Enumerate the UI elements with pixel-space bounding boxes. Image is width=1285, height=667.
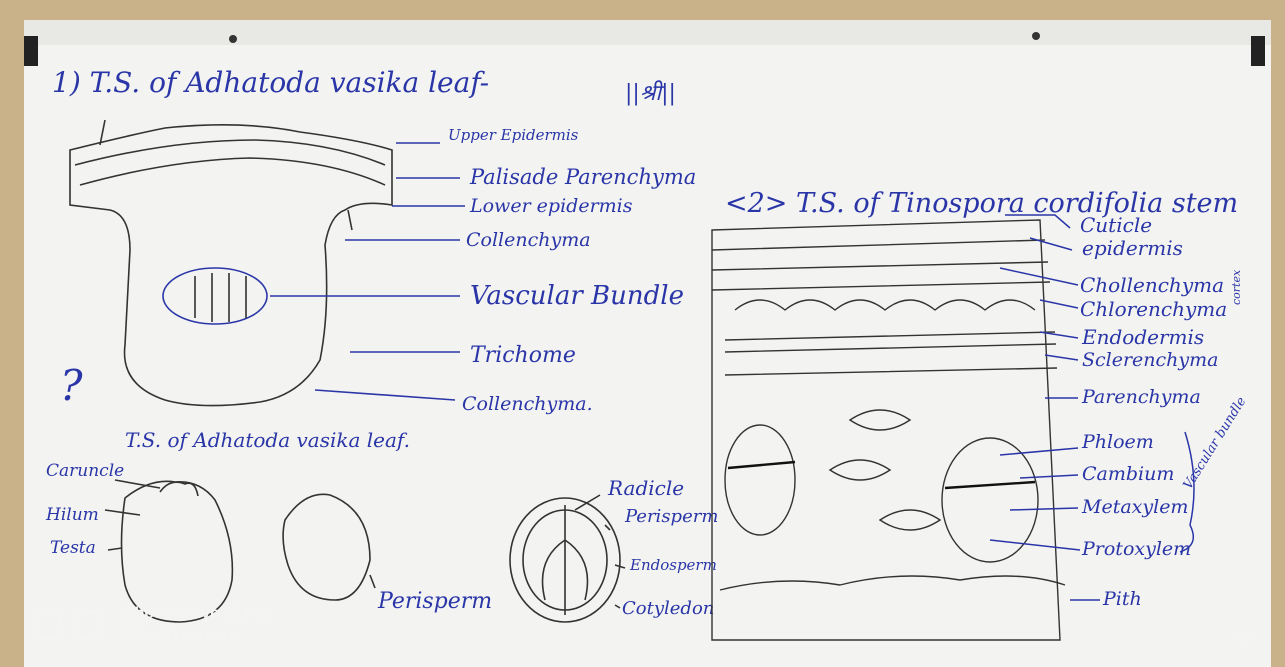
label-chollenchyma: Chollenchyma [1080,273,1224,297]
title-stem: <2> T.S. of Tinospora cordifolia stem [725,188,1238,219]
label-cotyledon: Cotyledon [622,598,714,619]
label-epidermis: epidermis [1082,236,1183,260]
shri-mark: ||श्री|| [625,80,676,106]
label-endosperm: Endosperm [629,556,717,574]
board-clip-right [1251,36,1265,66]
label-chlorenchyma: Chlorenchyma [1080,297,1227,321]
label-testa: Testa [50,538,96,558]
label-palisade: Palisade Parenchyma [469,165,696,189]
label-endodermis: Endodermis [1081,325,1204,349]
board-clip-left [24,36,38,66]
label-trichome: Trichome [470,343,576,368]
label-cambium: Cambium [1082,463,1174,485]
label-vascular-bundle: Vascular Bundle [470,281,684,311]
magnet-dot [1032,32,1040,40]
title-leaf: 1) T.S. of Adhatoda vasika leaf- [52,66,489,99]
label-metaxylem: Metaxylem [1081,496,1188,518]
label-cortex: cortex [1230,269,1243,305]
label-perisperm-embryo: Perisperm [624,506,718,527]
label-pith: Pith [1102,588,1142,610]
label-radicle: Radicle [607,476,684,500]
label-sclerenchyma: Sclerenchyma [1082,349,1219,371]
label-cuticle: Cuticle [1080,213,1152,237]
watermark-line1: Shot on vivo Z1Pro [124,605,270,622]
label-lower-epidermis: Lower epidermis [469,195,633,217]
label-hilum: Hilum [45,505,99,525]
corner-number: 20 [1238,628,1255,645]
magnet-dot [229,35,237,43]
label-caruncle: Caruncle [46,461,124,481]
label-perisperm-seed: Perisperm [377,589,492,614]
squiggle: ? [60,361,83,410]
watermark-line2: Vivo AI camera [124,627,238,644]
label-collenchyma-2: Collenchyma. [462,393,593,415]
label-parenchyma: Parenchyma [1081,386,1201,408]
board-top-edge [24,20,1271,45]
label-collenchyma-1: Collenchyma [466,229,591,251]
label-protoxylem: Protoxylem [1081,538,1191,560]
label-upper-epidermis: Upper Epidermis [448,126,579,144]
label-phloem: Phloem [1081,431,1154,453]
title-seed: T.S. of Adhatoda vasika leaf. [125,428,410,452]
